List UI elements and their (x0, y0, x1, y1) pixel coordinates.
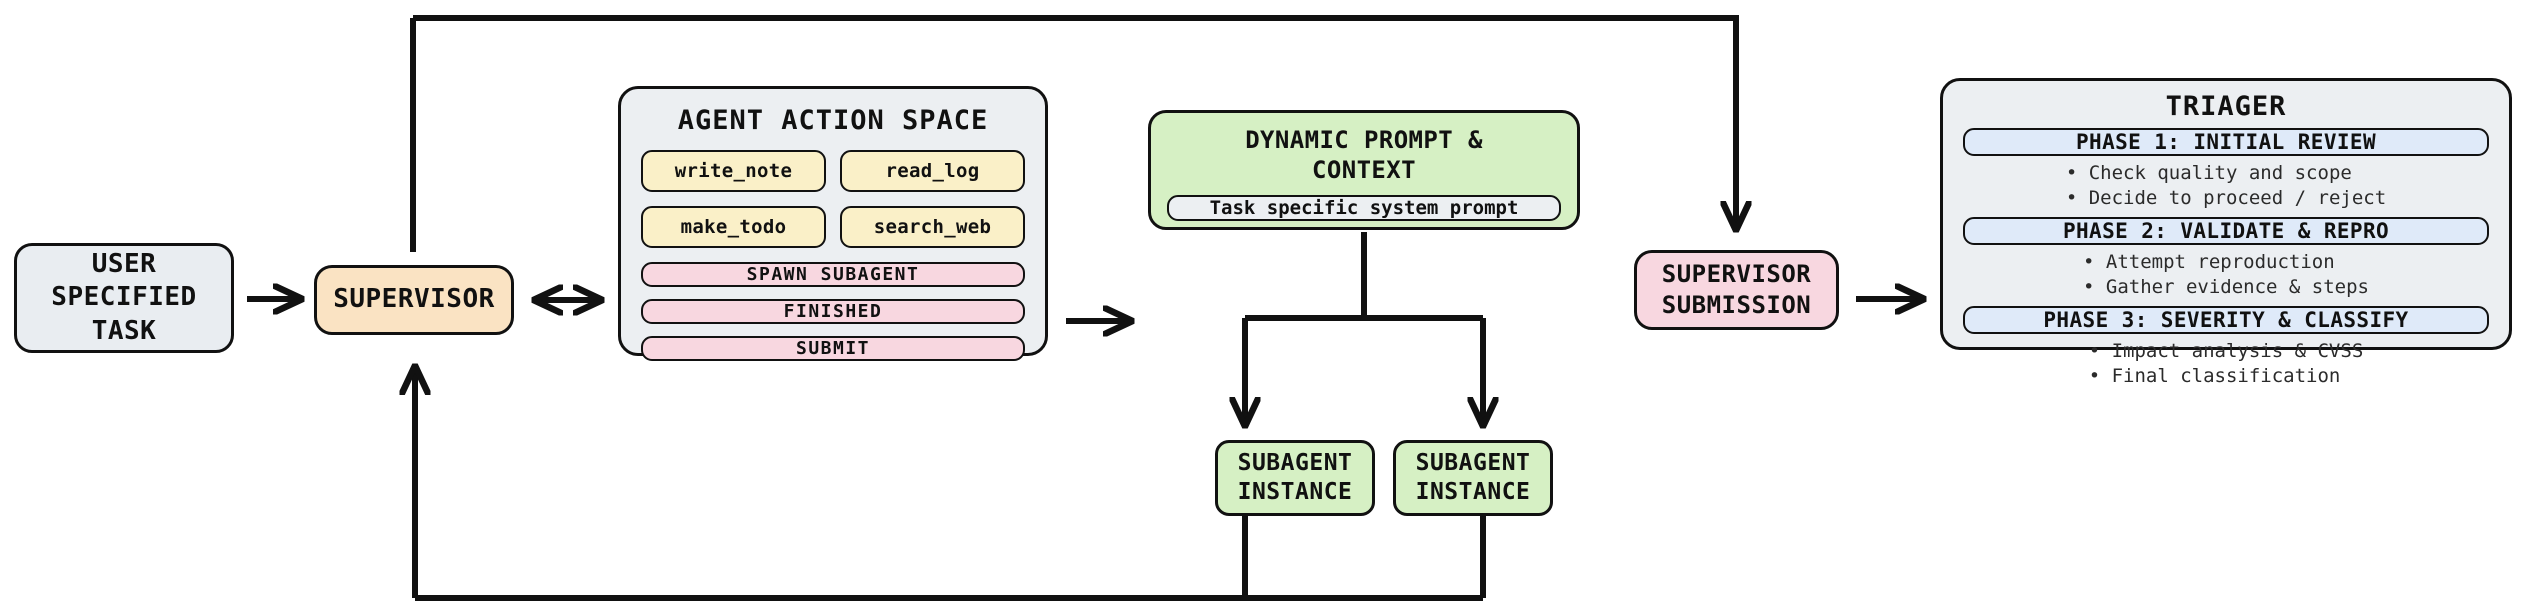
triager-phase-3-bullet-1: • Impact analysis & CVSS (2088, 340, 2364, 363)
triager-phase-1-header[interactable]: PHASE 1: INITIAL REVIEW (1963, 128, 2489, 156)
triager-title: TRIAGER (2165, 91, 2287, 122)
action-chip-write-note[interactable]: write_note (641, 150, 826, 192)
action-chip-row-1: write_note read_log (641, 150, 1025, 192)
subagent-instance-1-box: SUBAGENT INSTANCE (1215, 440, 1375, 516)
action-chip-search-web[interactable]: search_web (840, 206, 1025, 248)
subagent-2-line-1: SUBAGENT (1415, 449, 1531, 476)
dynamic-prompt-context-box: DYNAMIC PROMPT & CONTEXT Task specific s… (1148, 110, 1580, 230)
action-space-title: AGENT ACTION SPACE (677, 105, 989, 136)
subagent-2-line-2: INSTANCE (1415, 479, 1531, 505)
supervisor-submission-line-2: SUBMISSION (1661, 291, 1812, 319)
user-task-line-2: SPECIFIED (51, 282, 197, 313)
subagent-instance-2-box: SUBAGENT INSTANCE (1393, 440, 1553, 516)
action-button-finished[interactable]: FINISHED (641, 299, 1025, 324)
triager-phase-3-header[interactable]: PHASE 3: SEVERITY & CLASSIFY (1963, 306, 2489, 335)
supervisor-submission-box: SUPERVISOR SUBMISSION (1634, 250, 1839, 330)
action-button-submit[interactable]: SUBMIT (641, 336, 1025, 361)
action-chip-row-2: make_todo search_web (641, 206, 1025, 248)
user-task-line-1: USER (91, 249, 157, 280)
triager-phase-2-bullets: • Attempt reproduction • Gather evidence… (2083, 250, 2369, 300)
triager-phase-2-bullet-1: • Attempt reproduction (2083, 251, 2335, 274)
supervisor-submission-line-1: SUPERVISOR (1661, 260, 1812, 289)
triager-phase-2-header[interactable]: PHASE 2: VALIDATE & REPRO (1963, 217, 2489, 246)
action-chip-make-todo[interactable]: make_todo (641, 206, 826, 248)
triager-panel: TRIAGER PHASE 1: INITIAL REVIEW • Check … (1940, 78, 2512, 387)
user-specified-task-box: USER SPECIFIED TASK (14, 243, 234, 353)
user-task-line-3: TASK (91, 315, 157, 346)
dynamic-prompt-title-line-1: DYNAMIC PROMPT & (1245, 126, 1483, 154)
triager-phase-3-bullet-2: • Final classification (2088, 365, 2341, 388)
supervisor-box: SUPERVISOR (314, 265, 514, 335)
dynamic-prompt-title-line-2: CONTEXT (1312, 156, 1416, 184)
subagent-1-line-1: SUBAGENT (1237, 449, 1353, 476)
dynamic-prompt-title: DYNAMIC PROMPT & CONTEXT (1245, 125, 1483, 185)
supervisor-label: SUPERVISOR (333, 284, 495, 315)
action-chip-read-log[interactable]: read_log (840, 150, 1025, 192)
action-button-spawn-subagent[interactable]: SPAWN SUBAGENT (641, 262, 1025, 287)
subagent-1-line-2: INSTANCE (1237, 479, 1353, 505)
triager-phase-2-bullet-2: • Gather evidence & steps (2083, 276, 2369, 299)
task-specific-system-prompt-chip: Task specific system prompt (1167, 195, 1561, 221)
triager-phase-1-bullet-2: • Decide to proceed / reject (2065, 187, 2387, 210)
triager-phase-1-bullets: • Check quality and scope • Decide to pr… (2066, 161, 2386, 211)
agent-action-space-panel: AGENT ACTION SPACE write_note read_log m… (618, 86, 1048, 361)
triager-phase-3-bullets: • Impact analysis & CVSS • Final classif… (2089, 339, 2364, 389)
triager-phase-1-bullet-1: • Check quality and scope (2065, 162, 2352, 184)
